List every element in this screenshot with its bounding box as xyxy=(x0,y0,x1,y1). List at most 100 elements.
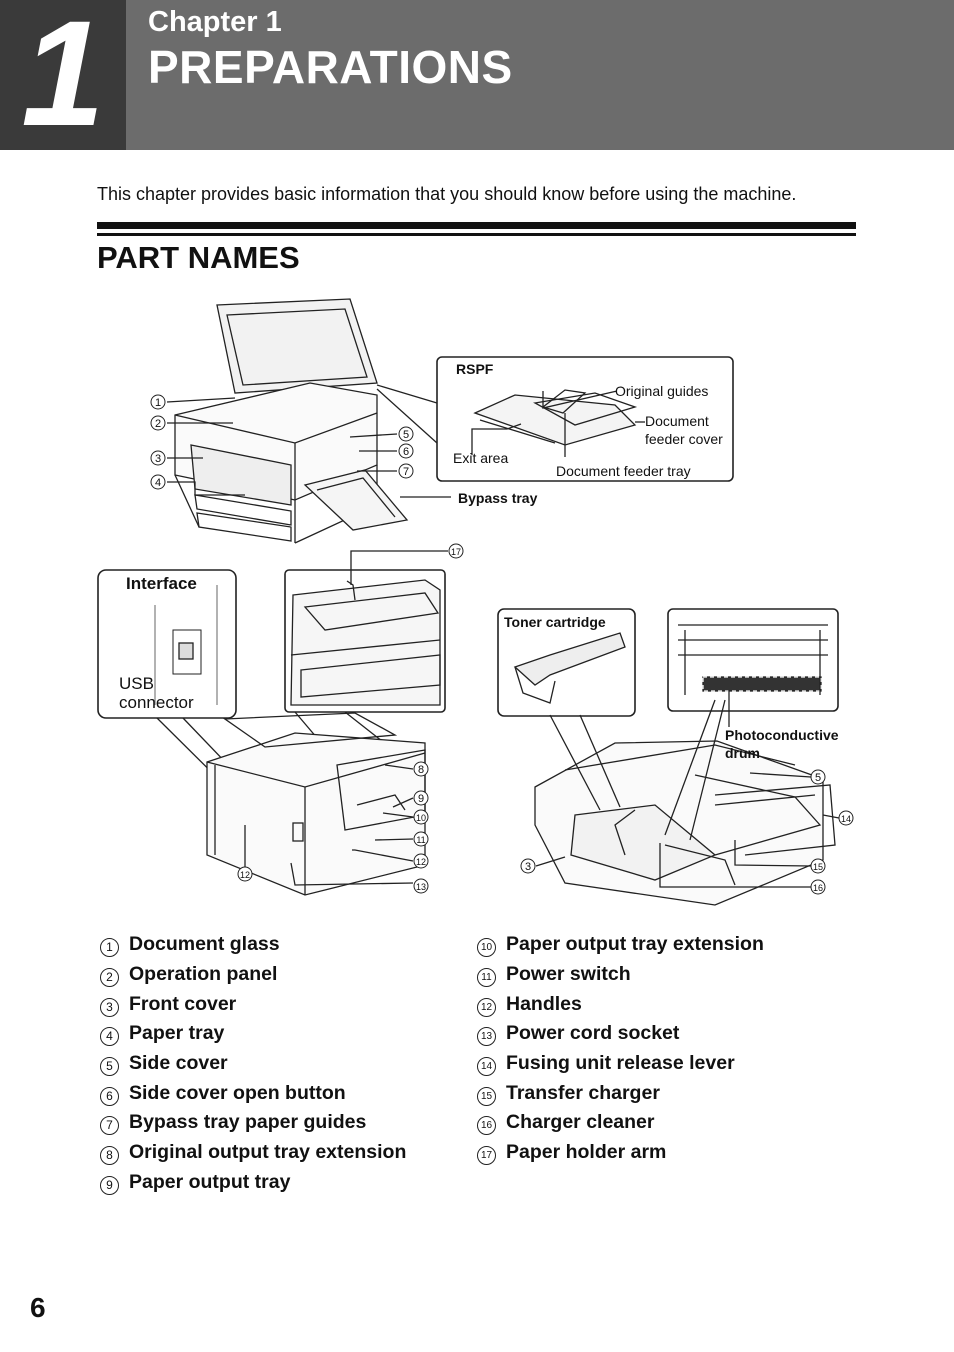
list-item: 12 Handles xyxy=(477,989,764,1019)
callout-15: 15 xyxy=(810,858,826,874)
callout-17: 17 xyxy=(448,543,464,559)
list-item: 8 Original output tray extension xyxy=(100,1138,406,1168)
callout-9: 9 xyxy=(413,790,429,806)
item-name: Side cover open button xyxy=(129,1081,346,1104)
callout-11: 11 xyxy=(413,831,429,847)
item-name: Paper output tray extension xyxy=(506,933,764,956)
svg-text:6: 6 xyxy=(403,446,409,458)
callout-6: 6 xyxy=(398,443,414,459)
chapter-title: PREPARATIONS xyxy=(148,41,513,93)
callout-10: 10 xyxy=(413,809,429,825)
chapter-number: 1 xyxy=(21,0,105,157)
item-number: 4 xyxy=(100,1027,119,1047)
svg-text:3: 3 xyxy=(155,453,161,465)
callout-14: 14 xyxy=(838,810,854,826)
list-item: 6 Side cover open button xyxy=(100,1078,406,1108)
item-number: 1 xyxy=(100,938,119,958)
svg-text:2: 2 xyxy=(155,418,161,430)
svg-text:11: 11 xyxy=(416,835,425,845)
item-number: 14 xyxy=(477,1057,496,1077)
item-number: 7 xyxy=(100,1116,119,1136)
svg-text:8: 8 xyxy=(418,764,424,776)
item-number: 12 xyxy=(477,997,496,1017)
photoconductive-drum-label: Photoconductive xyxy=(725,727,839,743)
svg-text:9: 9 xyxy=(418,793,424,805)
divider-thick xyxy=(97,222,856,229)
callout-1: 1 xyxy=(150,394,166,410)
list-item: 10 Paper output tray extension xyxy=(477,930,764,960)
item-name: Original output tray extension xyxy=(129,1141,407,1164)
callout-4: 4 xyxy=(150,474,166,490)
svg-text:13: 13 xyxy=(416,882,426,892)
bypass-tray-label: Bypass tray xyxy=(458,490,538,506)
item-name: Fusing unit release lever xyxy=(506,1052,735,1075)
svg-text:5: 5 xyxy=(815,772,821,784)
item-number: 11 xyxy=(477,968,496,988)
item-number: 17 xyxy=(477,1146,496,1166)
item-name: Paper output tray xyxy=(129,1170,291,1193)
list-item: 7 Bypass tray paper guides xyxy=(100,1108,406,1138)
item-number: 15 xyxy=(477,1086,496,1106)
list-item: 3 Front cover xyxy=(100,989,406,1019)
section-title: PART NAMES xyxy=(97,240,300,275)
list-item: 14 Fusing unit release lever xyxy=(477,1049,764,1079)
item-number: 16 xyxy=(477,1116,496,1136)
interface-label: Interface xyxy=(126,574,197,593)
photoconductive-drum-label-2: drum xyxy=(725,745,760,761)
item-name: Paper holder arm xyxy=(506,1141,667,1164)
callout-5: 5 xyxy=(398,426,414,442)
svg-text:16: 16 xyxy=(813,883,823,893)
rspf-label: RSPF xyxy=(456,361,494,377)
document-feeder-tray-label: Document feeder tray xyxy=(556,463,691,479)
part-names-illustration: 1 2 3 4 5 6 7 17 8 9 10 11 12 12 13 5 14… xyxy=(97,298,854,906)
item-number: 9 xyxy=(100,1175,119,1195)
chapter-label: Chapter 1 xyxy=(148,6,282,38)
item-name: Paper tray xyxy=(129,1022,225,1045)
item-name: Handles xyxy=(506,992,582,1015)
item-name: Power cord socket xyxy=(506,1022,680,1045)
exit-area-label: Exit area xyxy=(453,450,508,466)
page-number: 6 xyxy=(30,1292,46,1323)
svg-text:17: 17 xyxy=(451,547,461,557)
list-item: 1 Document glass xyxy=(100,930,406,960)
intro-text: This chapter provides basic information … xyxy=(97,184,797,204)
document-feeder-cover-label-2: feeder cover xyxy=(645,431,723,447)
item-name: Front cover xyxy=(129,992,237,1015)
item-number: 3 xyxy=(100,997,119,1017)
chapter-number-box: 1 xyxy=(0,0,126,150)
list-item: 4 Paper tray xyxy=(100,1019,406,1049)
svg-text:10: 10 xyxy=(416,813,426,823)
item-name: Transfer charger xyxy=(506,1081,660,1104)
list-item: 17 Paper holder arm xyxy=(477,1138,764,1168)
item-number: 13 xyxy=(477,1027,496,1047)
callout-16: 16 xyxy=(810,879,826,895)
list-item: 13 Power cord socket xyxy=(477,1019,764,1049)
item-name: Document glass xyxy=(129,933,280,956)
item-number: 6 xyxy=(100,1086,119,1106)
svg-text:5: 5 xyxy=(403,429,409,441)
original-guides-label: Original guides xyxy=(615,383,708,399)
chapter-header: 1 Chapter 1 PREPARATIONS xyxy=(0,0,954,150)
toner-cartridge-label: Toner cartridge xyxy=(504,614,606,630)
item-name: Bypass tray paper guides xyxy=(129,1111,367,1134)
callout-7: 7 xyxy=(398,463,414,479)
callout-13: 13 xyxy=(413,878,429,894)
svg-text:4: 4 xyxy=(155,477,161,489)
callout-5b: 5 xyxy=(810,769,826,785)
svg-text:12: 12 xyxy=(240,870,250,880)
item-name: Side cover xyxy=(129,1052,228,1075)
svg-text:3: 3 xyxy=(525,861,531,873)
callout-3b: 3 xyxy=(520,858,536,874)
item-number: 8 xyxy=(100,1146,119,1166)
svg-text:7: 7 xyxy=(403,466,409,478)
usb-connector-label: USB xyxy=(119,674,154,693)
callout-12b: 12 xyxy=(237,866,253,882)
divider-thin xyxy=(97,233,856,236)
item-number: 10 xyxy=(477,938,496,958)
